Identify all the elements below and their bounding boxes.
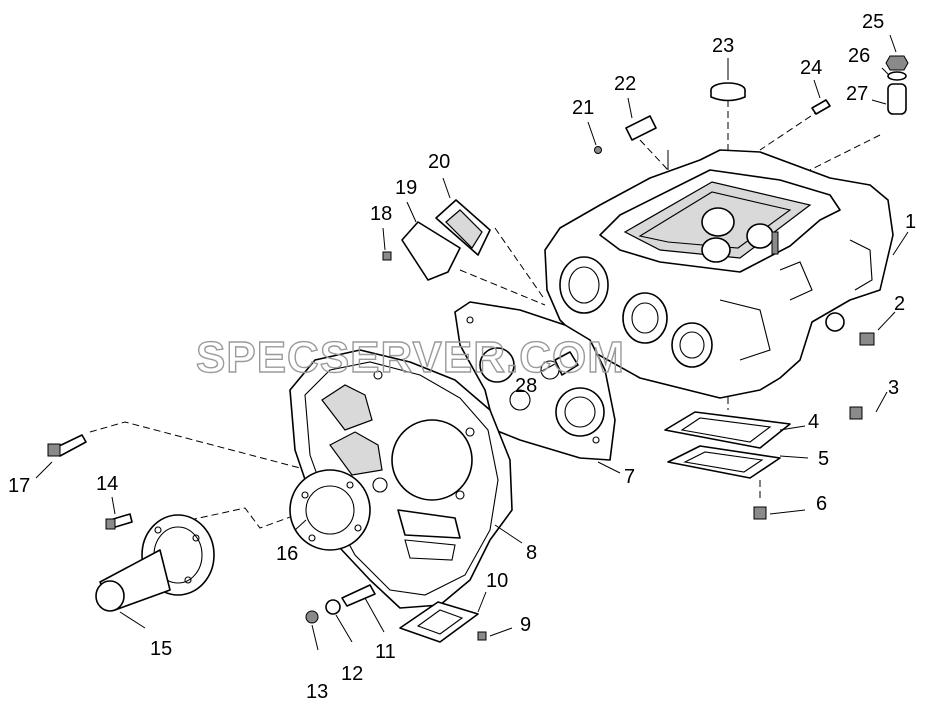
callout-2: 2 [894,293,905,315]
callout-22: 22 [614,73,636,95]
callout-17: 17 [8,475,30,497]
callout-19: 19 [395,177,417,199]
callout-14: 14 [96,473,118,495]
callout-6: 6 [816,493,827,515]
callout-7: 7 [624,466,635,488]
ring-plate [289,469,371,551]
watermark-text: SPECSERVER.COM [196,333,625,382]
callout-15: 15 [150,638,172,660]
leader-lines [35,34,909,651]
callout-23: 23 [712,35,734,57]
callout-10: 10 [486,570,508,592]
main-housing [544,149,894,399]
callout-25: 25 [862,11,884,33]
callout-20: 20 [428,151,450,173]
callout-9: 9 [520,614,531,636]
callout-11: 11 [375,641,396,663]
callout-5: 5 [818,448,829,470]
callout-13: 13 [306,681,328,703]
callout-18: 18 [370,203,392,225]
callout-8: 8 [526,542,537,564]
callout-27: 27 [846,83,868,105]
callout-1: 1 [905,211,916,233]
callout-28: 28 [515,375,537,397]
input-shaft-flange [95,514,215,612]
callout-26: 26 [848,45,870,67]
callout-16: 16 [276,543,298,565]
callout-21: 21 [572,97,594,119]
callout-24: 24 [800,57,822,79]
callout-3: 3 [888,377,899,399]
callout-12: 12 [341,663,363,685]
callout-4: 4 [808,411,819,433]
callout-labels: 1 2 3 4 5 6 7 8 9 10 11 12 13 14 15 16 1… [8,11,916,703]
small-parts [47,55,909,643]
